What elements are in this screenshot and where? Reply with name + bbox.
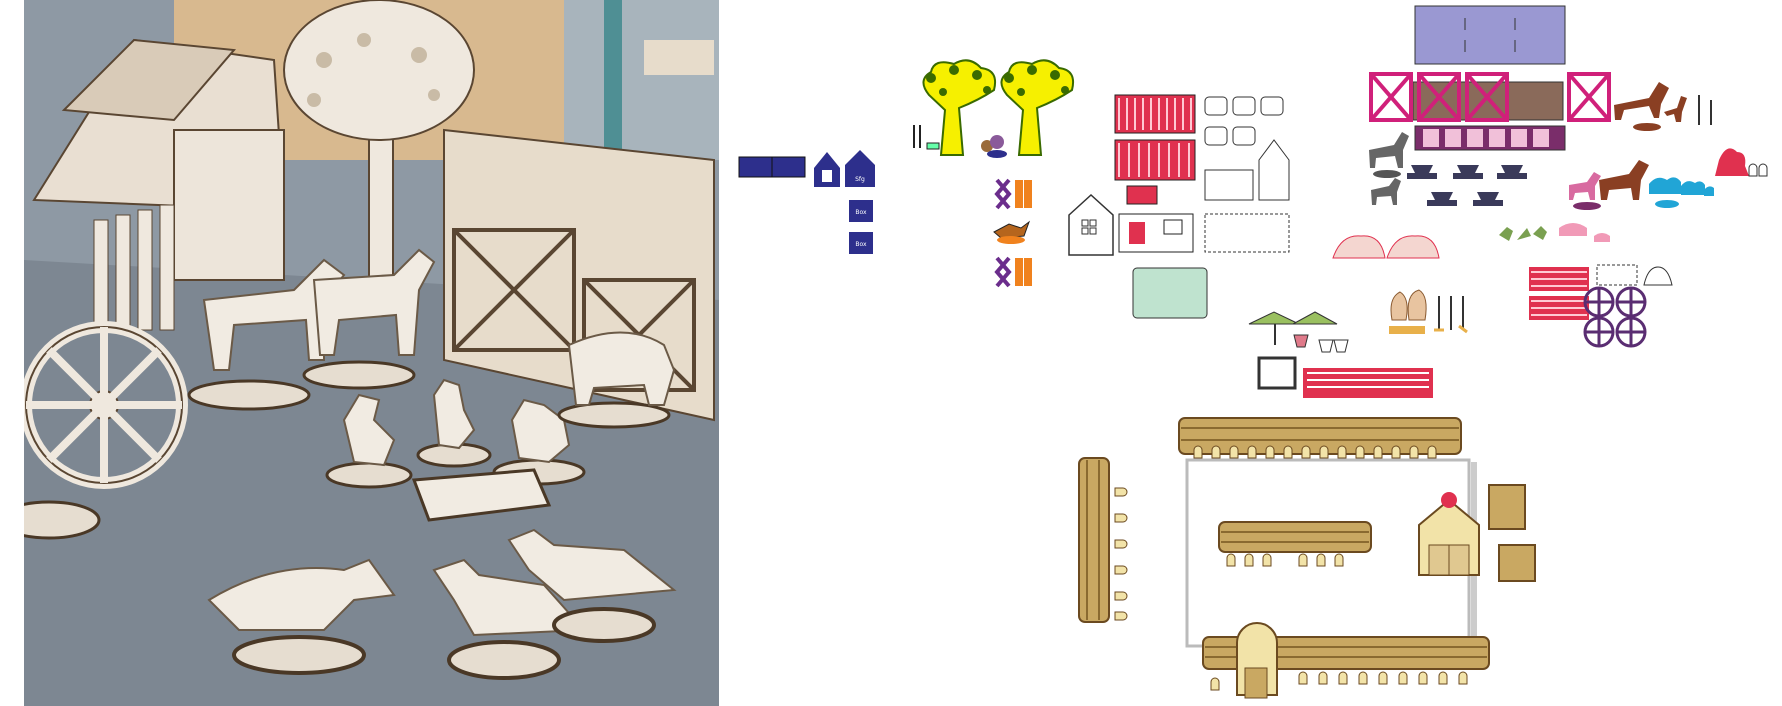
box-label-1: Sfg: [855, 176, 865, 183]
box-label-3: Box: [855, 241, 867, 248]
box-label-2: Box: [855, 209, 867, 216]
goat-figures: [187, 248, 436, 411]
cutting-layout-illustration: Sfg Box Box: [738, 5, 1768, 699]
wicker-fences: [1078, 417, 1490, 699]
farm-photo-illustration: [24, 0, 719, 706]
bench-pieces: [1407, 165, 1527, 206]
red-slat-parts: [1529, 264, 1673, 320]
hay-and-birds: [1332, 223, 1610, 259]
product-photo: [24, 0, 719, 706]
tree-decor: [283, 0, 475, 291]
fence-decor: [93, 204, 175, 331]
duck-figures: [207, 528, 677, 680]
stall-panels: [1369, 72, 1611, 151]
yellow-trees-group: [913, 59, 1075, 158]
navy-boxes-group: Sfg Box Box: [738, 150, 875, 254]
cutting-layout: Sfg Box Box: [719, 0, 1782, 706]
cart-wheel-decor: [24, 321, 188, 489]
fence-pegs: [1114, 445, 1468, 691]
house-outline-parts: [1068, 96, 1290, 319]
small-parts-group: [993, 178, 1032, 288]
animal-silhouettes: [1369, 82, 1768, 210]
trough-figure: [411, 468, 552, 522]
roof-panel: [1414, 5, 1566, 65]
gate-building: [1418, 484, 1536, 582]
cart-wheels: [1583, 286, 1647, 348]
barn-walls-group: [1114, 94, 1196, 253]
chicken-figures: [325, 378, 586, 489]
well-parts: [1248, 311, 1433, 398]
pig-figure: [557, 331, 676, 429]
farmer-figures: [1389, 289, 1468, 334]
